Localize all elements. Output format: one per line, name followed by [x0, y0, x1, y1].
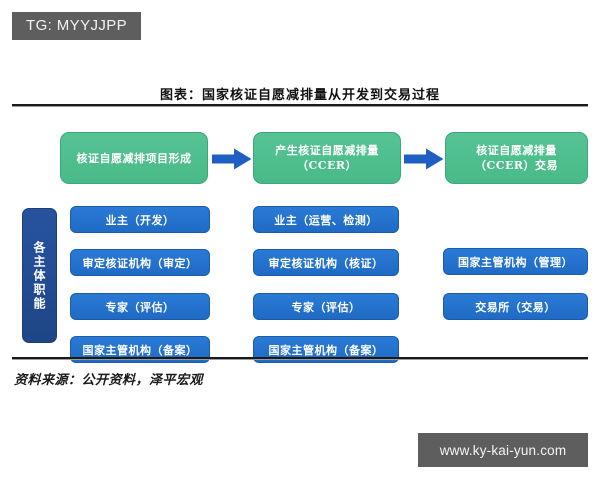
role-box-c1-validation-body[interactable]: 审定核证机构（审定）: [70, 249, 210, 276]
source-note: 资料来源：公开资料，泽平宏观: [14, 373, 204, 388]
title-divider-top: [12, 104, 588, 107]
stage-arrow-2-icon: [404, 148, 444, 170]
role-box-c2-expert[interactable]: 专家（评估）: [253, 293, 399, 320]
stage-arrow-1-icon: [212, 148, 252, 170]
roles-axis-label: 各主体职能: [22, 208, 57, 343]
role-box-c2-verification-body[interactable]: 审定核证机构（核证）: [253, 249, 399, 276]
stage-box-ccer-generation[interactable]: 产生核证自愿减排量（CCER）: [253, 132, 401, 184]
stage-box-project-formation[interactable]: 核证自愿减排项目形成: [60, 132, 208, 184]
telegram-watermark-badge: TG: MYYJJPP: [12, 12, 142, 40]
role-box-c1-owner[interactable]: 业主（开发）: [70, 206, 210, 233]
role-box-c3-national-authority[interactable]: 国家主管机构（管理）: [443, 248, 588, 275]
role-box-c2-owner[interactable]: 业主（运营、检测）: [253, 206, 399, 233]
stage-box-ccer-trading[interactable]: 核证自愿减排量（CCER）交易: [445, 132, 588, 184]
flow-diagram: 核证自愿减排项目形成 产生核证自愿减排量（CCER） 核证自愿减排量（CCER）…: [0, 118, 600, 363]
role-box-c3-exchange[interactable]: 交易所（交易）: [443, 293, 588, 320]
site-watermark: www.ky-kai-yun.com: [418, 433, 588, 467]
source-divider-bottom: [12, 357, 588, 360]
role-box-c1-expert[interactable]: 专家（评估）: [70, 293, 210, 320]
figure-title: 图表：国家核证自愿减排量从开发到交易过程: [159, 88, 440, 103]
